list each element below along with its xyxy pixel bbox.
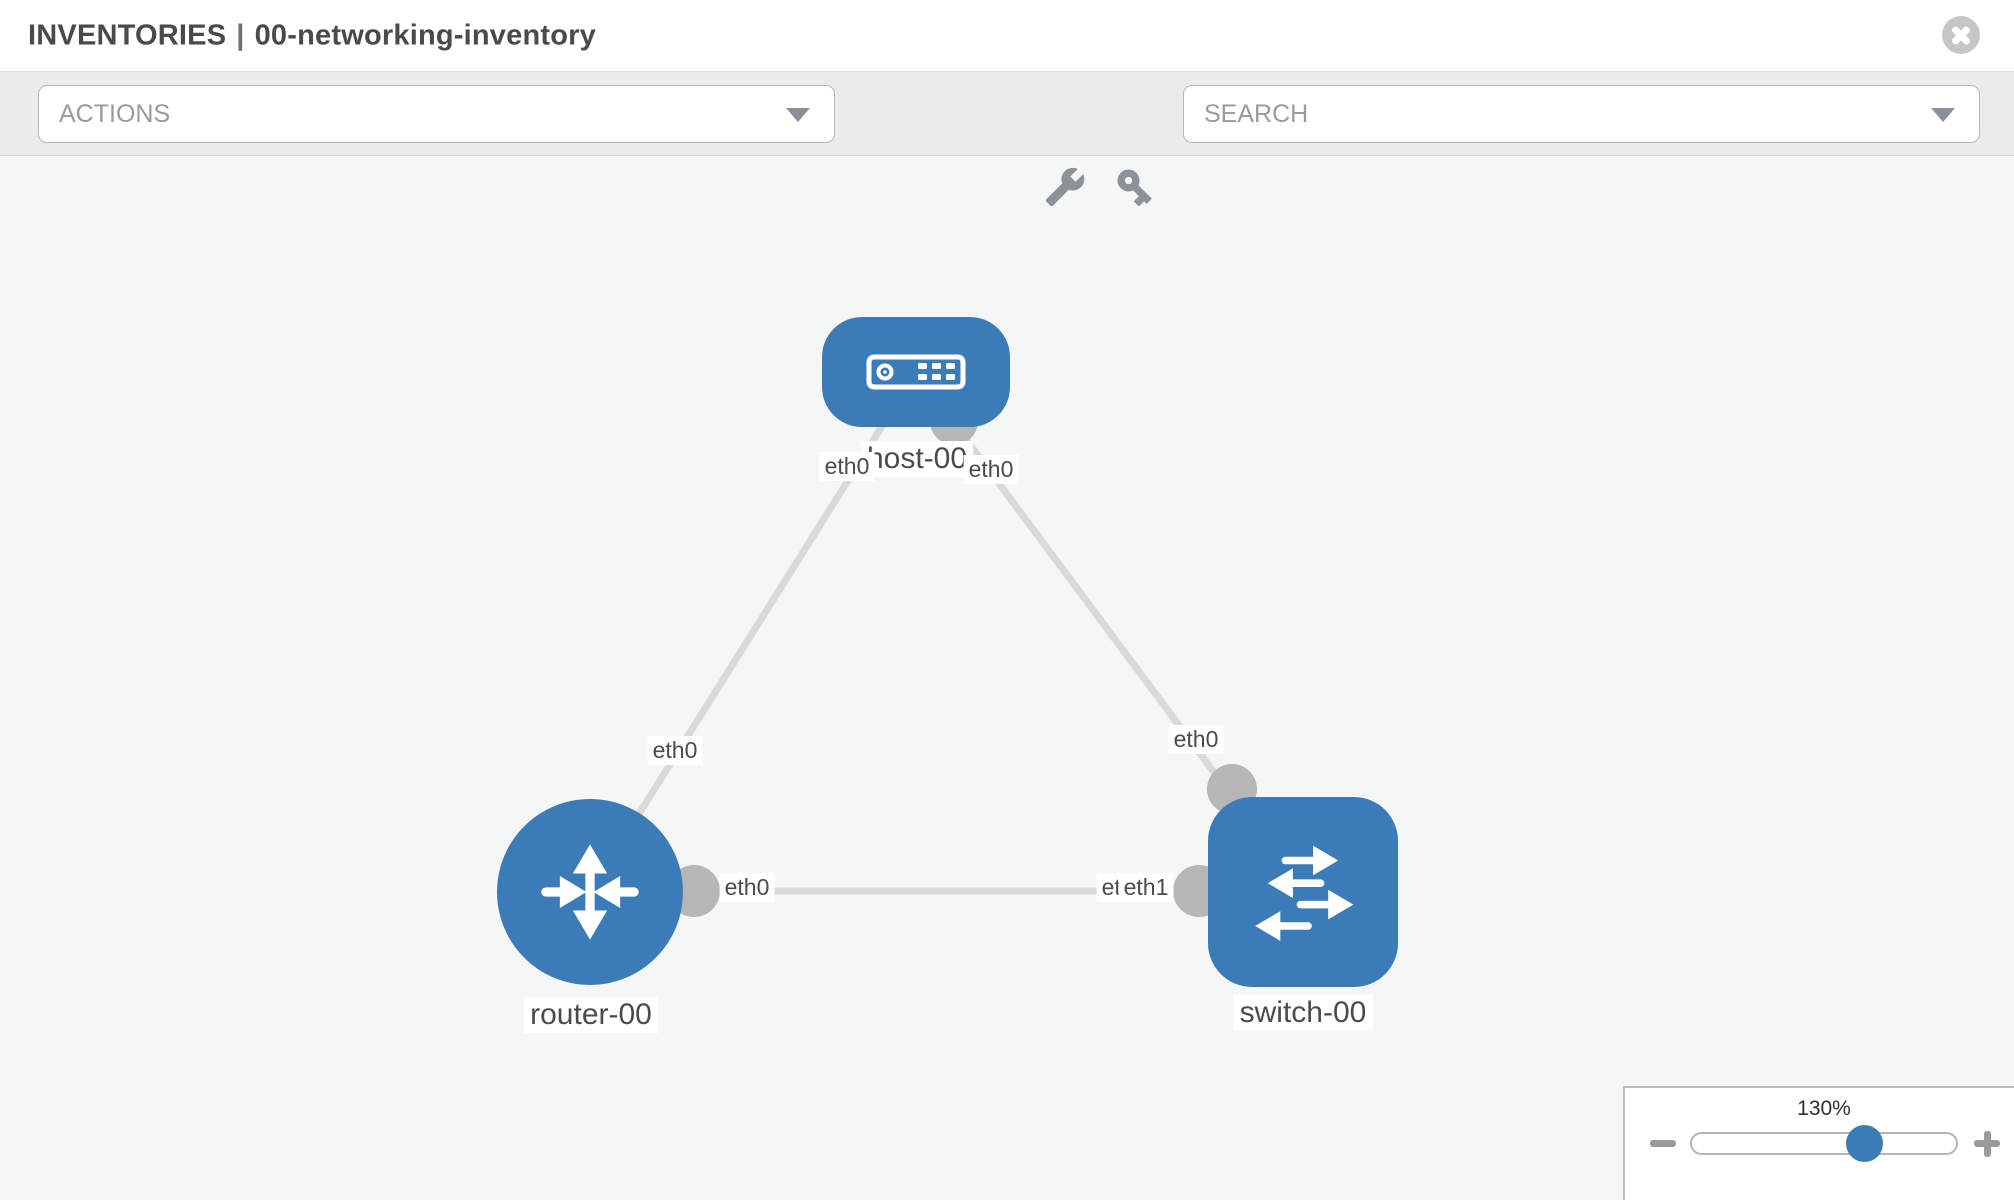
node-switch-00[interactable] — [1208, 797, 1398, 987]
interface-label: eth0 — [963, 455, 1019, 484]
toolbar: ACTIONS — [0, 71, 2014, 207]
switch-icon — [1255, 845, 1354, 941]
interface-label: eth0 — [819, 452, 875, 481]
server-icon — [866, 354, 966, 390]
interface-label: eth1 — [1118, 873, 1174, 902]
interface-label: eth0 — [1168, 725, 1224, 754]
page-title: INVENTORIES | 00-networking-inventory — [28, 19, 596, 52]
node-host-00[interactable] — [822, 317, 1010, 427]
zoom-out-button[interactable] — [1648, 1128, 1678, 1158]
zoom-slider-thumb[interactable] — [1846, 1125, 1883, 1162]
router-icon — [541, 844, 639, 940]
zoom-slider-track[interactable] — [1690, 1125, 1958, 1162]
node-router-00[interactable] — [497, 799, 683, 985]
interface-label: eth0 — [719, 873, 775, 902]
actions-dropdown[interactable]: ACTIONS — [38, 85, 835, 143]
chevron-down-icon — [1931, 108, 1955, 122]
zoom-level-value: 130% — [1797, 1097, 1851, 1120]
close-button[interactable] — [1942, 16, 1980, 54]
configure-button[interactable] — [1041, 163, 1089, 211]
credentials-button[interactable] — [1111, 163, 1159, 211]
zoom-in-button[interactable] — [1972, 1128, 2002, 1158]
node-label-switch-00: switch-00 — [1233, 995, 1373, 1032]
page-title-section: INVENTORIES — [28, 19, 227, 51]
minus-icon — [1650, 1140, 1676, 1147]
page-title-inventory-name: 00-networking-inventory — [254, 19, 596, 51]
actions-dropdown-label: ACTIONS — [59, 99, 171, 128]
page-title-separator: | — [236, 19, 245, 51]
key-icon — [1117, 169, 1152, 207]
interface-label: eth0 — [647, 736, 703, 765]
header: INVENTORIES | 00-networking-inventory — [0, 0, 2014, 71]
search-input[interactable] — [1204, 99, 1904, 129]
close-icon — [1961, 35, 1999, 73]
node-label-host-00: host-00 — [860, 441, 974, 478]
zoom-panel: 130% — [1623, 1086, 2014, 1200]
chevron-down-icon — [786, 108, 810, 122]
node-label-router-00: router-00 — [524, 997, 658, 1034]
wrench-icon — [1045, 167, 1085, 207]
search-box — [1183, 85, 1980, 143]
